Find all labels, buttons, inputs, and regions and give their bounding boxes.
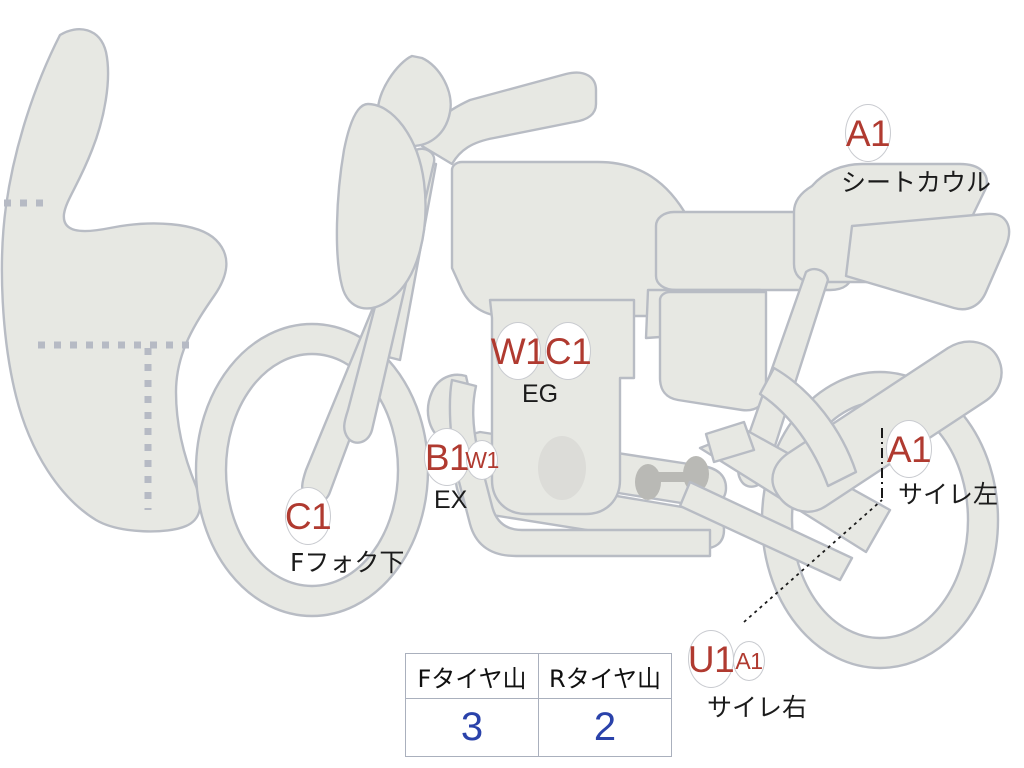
silencer-right-leader	[743, 499, 883, 623]
front-legshield-part	[0, 27, 228, 533]
rear-shock	[704, 420, 756, 464]
panel-division-lines	[4, 199, 196, 510]
engine-detail-oval	[538, 436, 586, 500]
tail-tip	[844, 212, 1011, 311]
label-exhaust: EX	[434, 486, 468, 514]
table-value-rear-tire[interactable]: 2	[538, 698, 672, 757]
side-cover	[658, 290, 768, 412]
label-seat-cowl: シートカウル	[841, 168, 992, 197]
table-value-row: 3 2	[405, 698, 672, 757]
marker-engine-c1[interactable]: C1	[545, 322, 592, 380]
tire-tread-table: Fタイヤ山 Rタイヤ山 3 2	[405, 653, 672, 757]
chainguard	[678, 480, 854, 582]
table-header-front-tire: Fタイヤ山	[405, 653, 539, 699]
marker-seat-cowl[interactable]: A1	[845, 104, 891, 162]
label-engine: EG	[522, 380, 559, 408]
marker-exhaust-w1[interactable]: W1	[465, 440, 499, 480]
marker-silencer-right-sub[interactable]: A1	[733, 641, 765, 681]
label-silencer-left: サイレ左	[898, 480, 999, 509]
rear-fender	[758, 366, 858, 488]
label-front-fork: Fフォク下	[290, 548, 405, 577]
label-silencer-right: サイレ右	[707, 693, 808, 722]
table-header-rear-tire: Rタイヤ山	[538, 653, 672, 699]
leader-lines	[743, 428, 883, 623]
marker-engine-w1[interactable]: W1	[491, 322, 546, 380]
marker-silencer-left[interactable]: A1	[886, 420, 932, 478]
table-value-front-tire[interactable]: 3	[405, 698, 539, 757]
marker-front-fork[interactable]: C1	[285, 487, 332, 545]
marker-silencer-right[interactable]: U1	[688, 630, 735, 688]
headlight	[335, 102, 427, 310]
table-header-row: Fタイヤ山 Rタイヤ山	[405, 653, 672, 699]
marker-exhaust-b1[interactable]: B1	[424, 428, 470, 486]
